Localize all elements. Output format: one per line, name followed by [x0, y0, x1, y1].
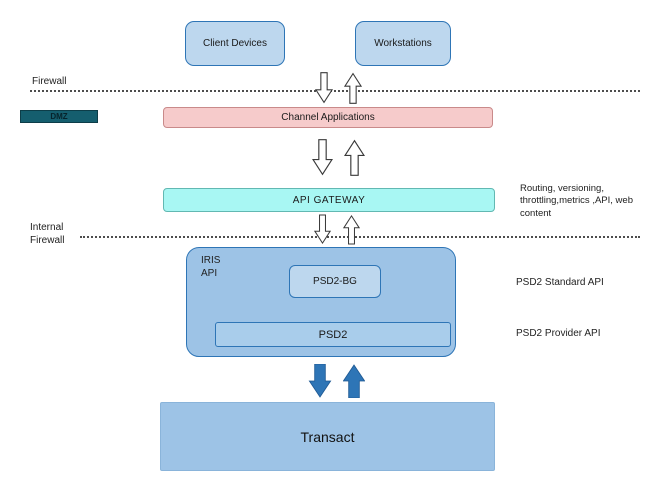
internal-firewall-dotted-line — [80, 236, 640, 238]
internal-firewall-label: Internal Firewall — [30, 222, 65, 246]
arrow-up-filled-icon — [343, 364, 365, 398]
channel-applications-label: Channel Applications — [281, 112, 375, 123]
client-devices-node: Client Devices — [185, 21, 285, 66]
psd2-standard-api-label: PSD2 Standard API — [516, 277, 604, 288]
channel-applications-node: Channel Applications — [163, 107, 493, 128]
gateway-note: Routing, versioning, throttling,metrics … — [520, 183, 633, 219]
psd2-bg-node: PSD2-BG — [289, 265, 381, 298]
transact-label: Transact — [300, 428, 355, 445]
firewall-label: Firewall — [32, 76, 67, 87]
arrow-down-icon — [314, 213, 331, 246]
api-gateway-label: API GATEWAY — [292, 194, 366, 206]
client-devices-label: Client Devices — [203, 38, 267, 49]
arrow-down-icon — [312, 133, 333, 182]
dmz-zone-tag: DMZ — [20, 110, 98, 123]
psd2-label: PSD2 — [318, 328, 348, 341]
arrow-up-icon — [344, 133, 365, 182]
arrow-down-icon — [315, 71, 333, 105]
arrow-down-filled-icon — [308, 364, 332, 398]
iris-api-label: IRIS API — [201, 255, 221, 279]
arrow-up-icon — [343, 213, 360, 246]
api-gateway-node: API GATEWAY — [163, 188, 495, 212]
psd2-provider-api-label: PSD2 Provider API — [516, 328, 601, 339]
firewall-dotted-line — [30, 90, 640, 92]
psd2-node: PSD2 — [215, 322, 451, 347]
transact-node: Transact — [160, 402, 495, 471]
psd2-bg-label: PSD2-BG — [313, 276, 357, 287]
iris-api-container: IRIS API PSD2-BG PSD2 — [186, 247, 456, 357]
workstations-node: Workstations — [355, 21, 451, 66]
workstations-label: Workstations — [374, 38, 432, 49]
dmz-label: DMZ — [50, 112, 68, 121]
arrow-up-icon — [344, 71, 362, 105]
